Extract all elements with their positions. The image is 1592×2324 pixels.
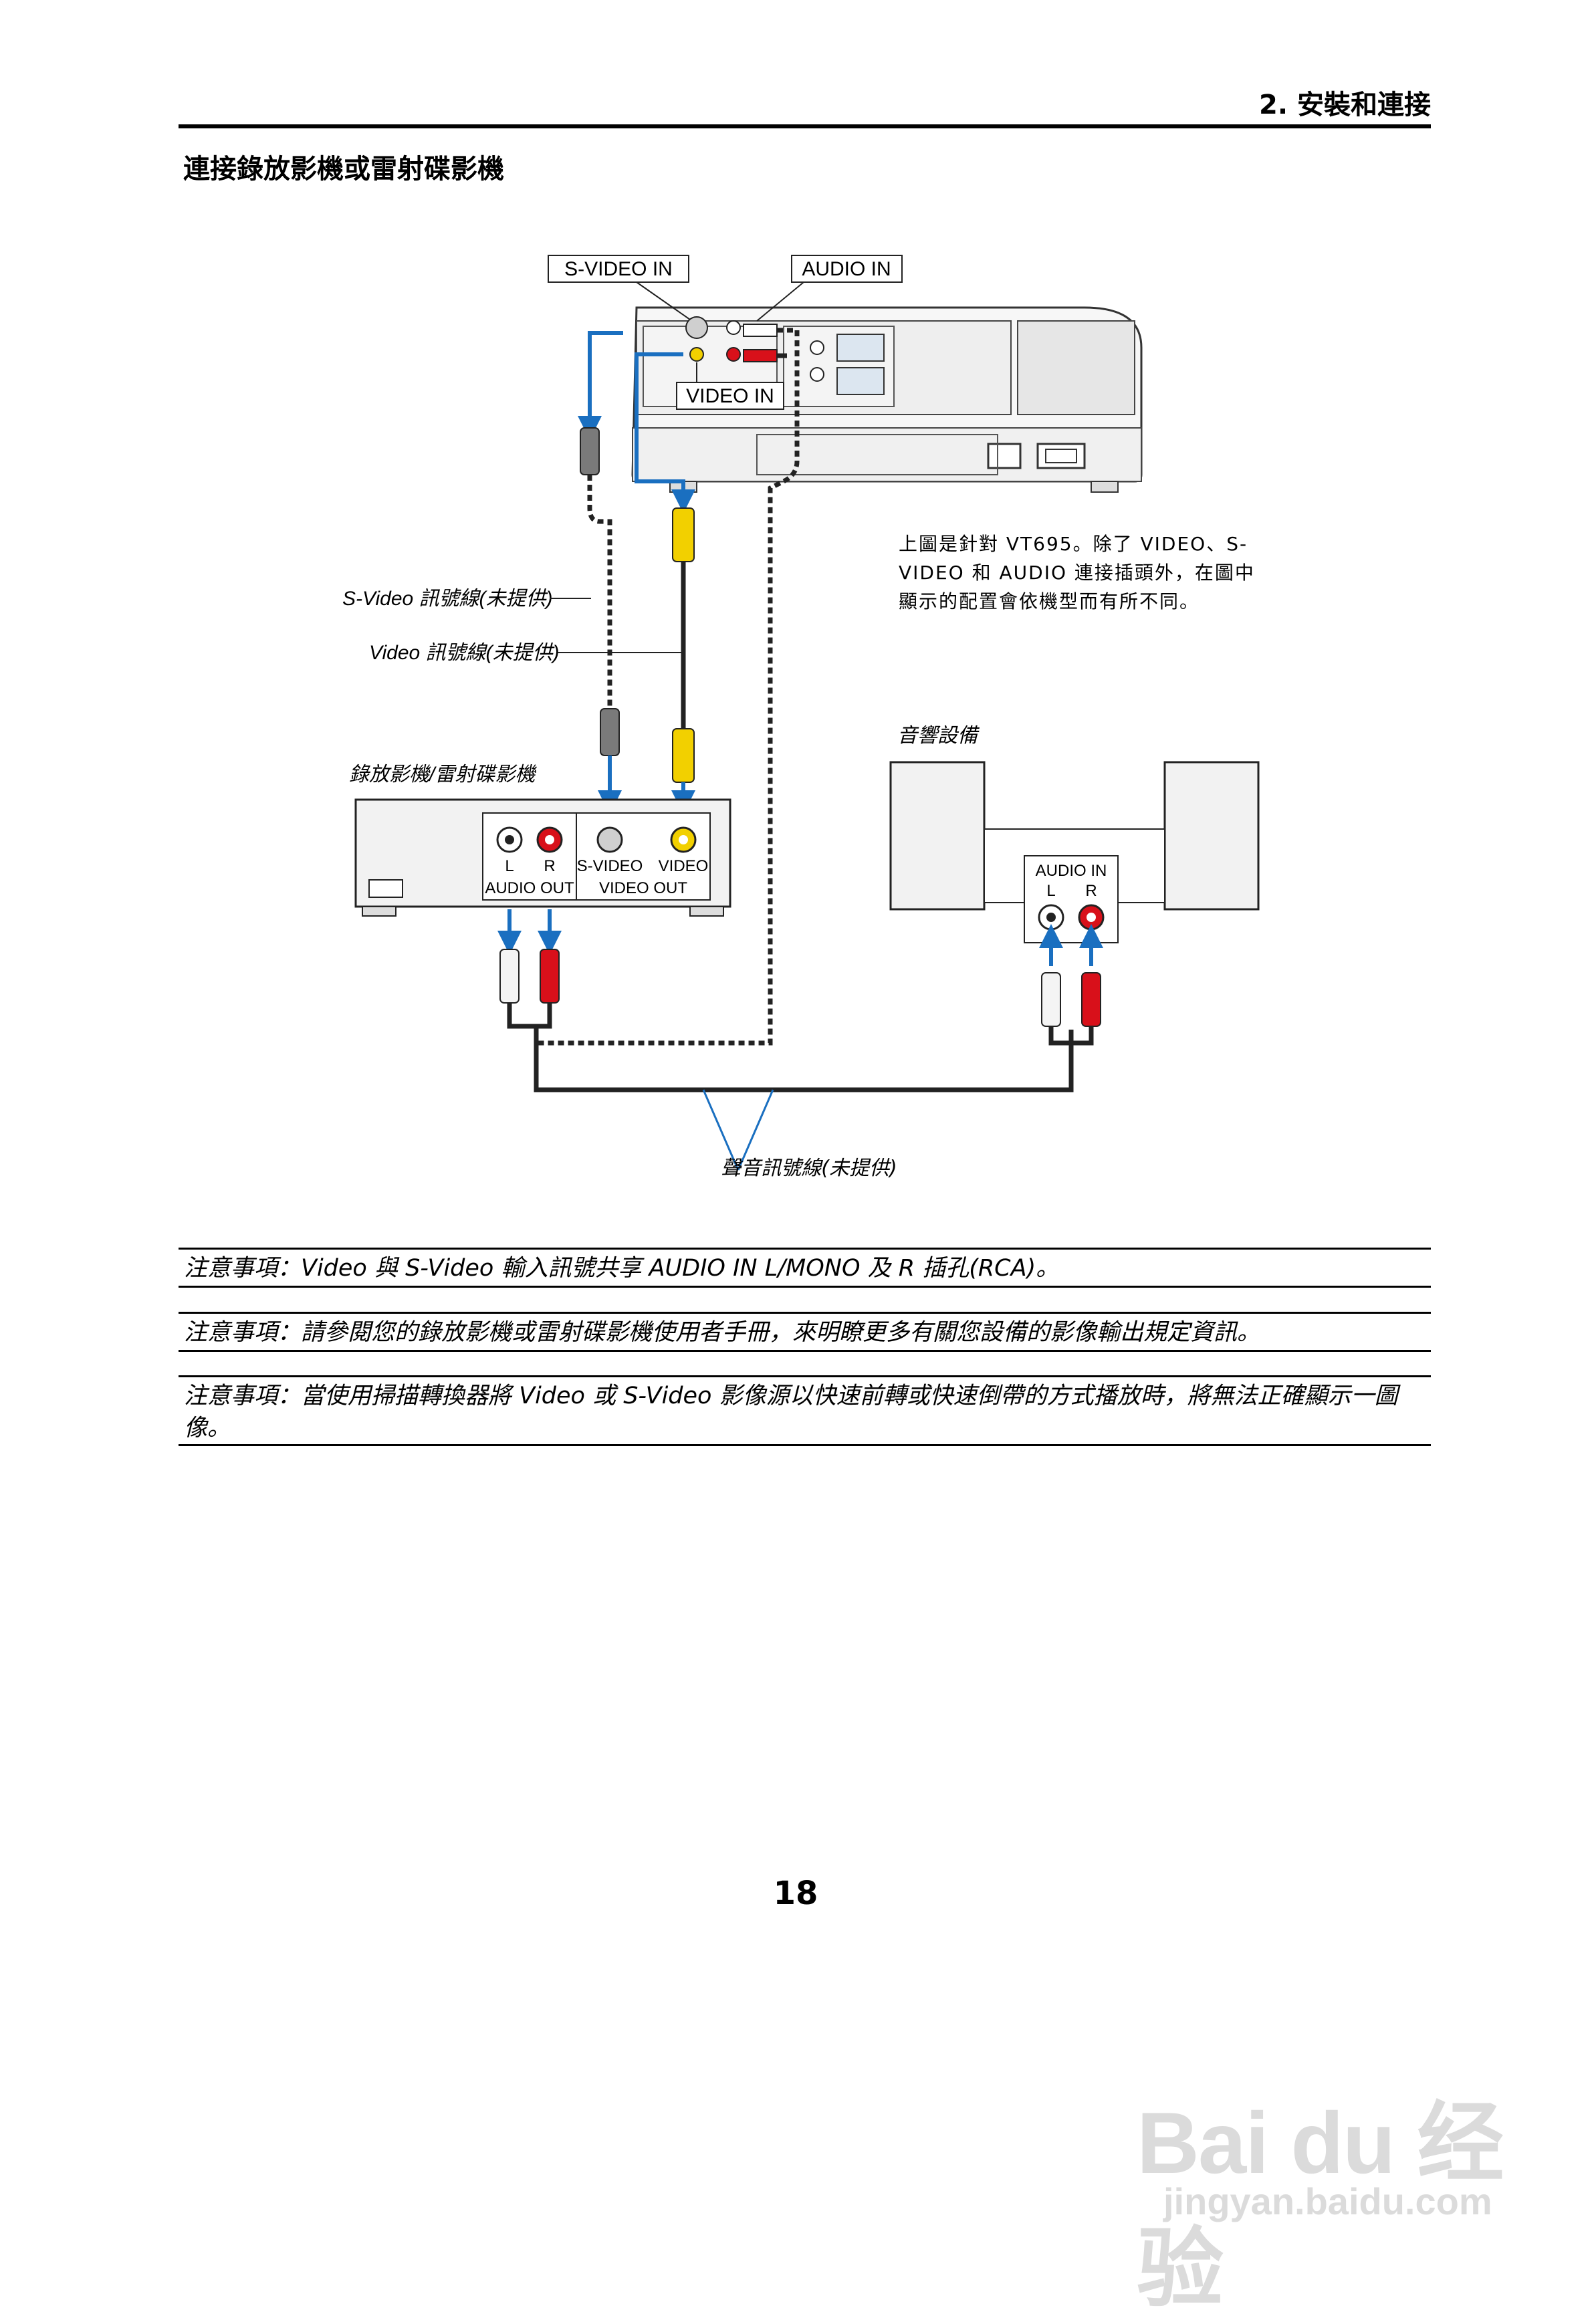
svg-text:AUDIO IN: AUDIO IN xyxy=(1036,862,1107,880)
projector xyxy=(631,306,1143,493)
note-1: 注意事項：Video 與 S-Video 輸入訊號共享 AUDIO IN L/M… xyxy=(179,1248,1431,1288)
svg-text:VIDEO: VIDEO xyxy=(659,857,709,875)
audio-cable-vcr xyxy=(497,909,1074,1092)
audio-cable-projector xyxy=(536,328,800,1046)
power-switch-icon xyxy=(987,443,1022,469)
svg-text:S-Video 訊號線(未提供): S-Video 訊號線(未提供) xyxy=(342,588,553,610)
svg-text:R: R xyxy=(544,857,555,875)
vga-port-icon-2 xyxy=(836,367,885,395)
audio-cable-label xyxy=(702,1089,774,1171)
connection-diagram: S-VIDEO IN AUDIO IN VIDEO IN 上圖是針對 VT695… xyxy=(342,255,1260,1171)
svg-text:VIDEO IN: VIDEO IN xyxy=(686,385,774,407)
label-svideo-in: S-VIDEO IN xyxy=(548,255,691,320)
watermark-url: jingyan.baidu.com xyxy=(1163,2180,1492,2222)
speaker-left-icon xyxy=(889,761,986,911)
svideo-cable xyxy=(578,331,623,814)
svg-text:S-VIDEO IN: S-VIDEO IN xyxy=(564,258,673,280)
audio-r-port-icon xyxy=(726,347,741,362)
note-3: 注意事項：當使用掃描轉換器將 Video 或 S-Video 影像源以快速前轉或… xyxy=(179,1375,1431,1446)
projector-description: 上圖是針對 VT695。除了 VIDEO、S-VIDEO 和 AUDIO 連接插… xyxy=(899,533,1254,612)
device-power-icon xyxy=(368,879,403,898)
svg-text:S-VIDEO: S-VIDEO xyxy=(577,857,643,875)
svg-text:AUDIO OUT: AUDIO OUT xyxy=(485,879,574,897)
label-audio-in: AUDIO IN xyxy=(756,255,903,322)
header-rule xyxy=(179,124,1431,128)
vcr-device: L R S-VIDEO VIDEO AUDIO OUT VIDEO OUT xyxy=(354,798,731,917)
vga-port-icon xyxy=(836,334,885,362)
svg-text:Video 訊號線(未提供): Video 訊號線(未提供) xyxy=(369,642,560,664)
watermark: Bai du 经验 jingyan.baidu.com xyxy=(1137,2046,1538,2317)
svg-text:AUDIO IN: AUDIO IN xyxy=(802,258,891,280)
page-title: 連接錄放影機或雷射碟影機 xyxy=(183,154,504,185)
audio-equipment: AUDIO IN L R xyxy=(889,761,1260,1046)
page-number: 18 xyxy=(773,1875,818,1912)
header-section-title: 2. 安裝和連接 xyxy=(1259,90,1431,120)
video-cable xyxy=(635,352,695,814)
device-label: 錄放影機/雷射碟影機 xyxy=(349,764,537,786)
label-video-in: VIDEO IN xyxy=(676,362,784,410)
video-port-icon xyxy=(689,347,704,362)
svg-text:R: R xyxy=(1085,882,1097,900)
audio-cable-caption: 聲音訊號線(未提供) xyxy=(721,1157,897,1180)
audio-equipment-label: 音響設備 xyxy=(897,725,980,747)
svideo-port-icon xyxy=(685,316,708,339)
svideo-out-icon xyxy=(596,826,623,853)
audio-l-port-icon xyxy=(726,320,741,335)
video-cable-label: Video 訊號線(未提供) xyxy=(369,642,682,664)
note-2: 注意事項：請參閱您的錄放影機或雷射碟影機使用者手冊，來明瞭更多有關您設備的影像輸… xyxy=(179,1312,1431,1352)
svg-text:L: L xyxy=(1046,882,1055,900)
speaker-right-icon xyxy=(1163,761,1260,911)
svideo-cable-label: S-Video 訊號線(未提供) xyxy=(342,588,591,610)
svg-text:L: L xyxy=(505,857,514,875)
svg-text:VIDEO OUT: VIDEO OUT xyxy=(599,879,687,897)
